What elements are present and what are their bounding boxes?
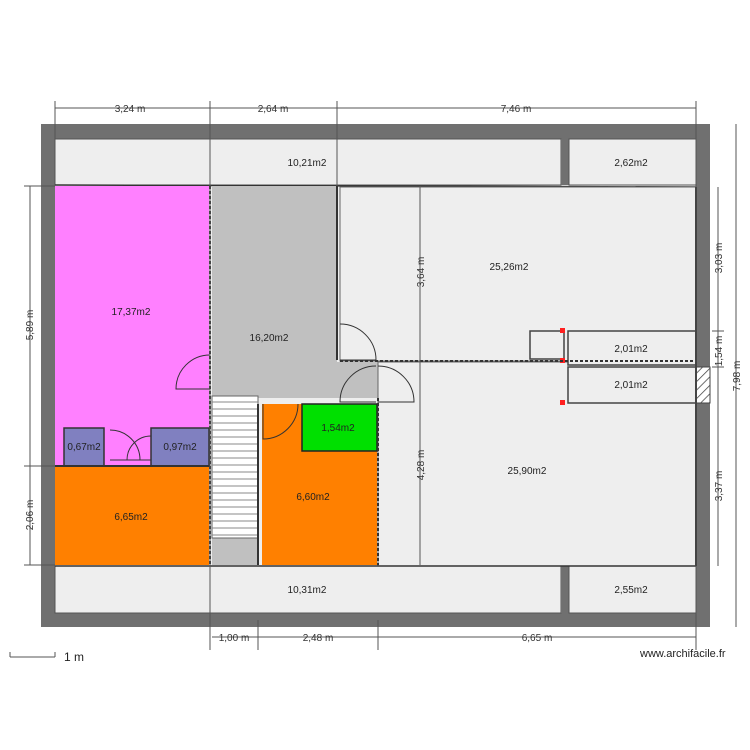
room-top-corridor xyxy=(54,138,562,186)
hatched-duct xyxy=(695,366,711,404)
scale-label: 1 m xyxy=(64,650,85,664)
dim-right-3: 3,37 m xyxy=(714,471,725,502)
dim-right-1: 3,03 m xyxy=(714,243,725,274)
dim-left-2: 2,06 m xyxy=(25,500,36,531)
room-orange-left xyxy=(55,467,209,565)
dim-bottom-3: 6,65 m xyxy=(522,633,553,644)
label-top-right-small: 2,62m2 xyxy=(614,158,648,169)
dim-right-2: 1,54 m xyxy=(714,336,725,367)
dim-inner-1: 3,64 m xyxy=(416,257,427,288)
label-wc-right: 0,97m2 xyxy=(163,442,197,453)
room-wc-left xyxy=(63,427,105,467)
label-pink-room: 17,37m2 xyxy=(112,307,151,318)
label-green-room: 1,54m2 xyxy=(321,423,355,434)
room-green xyxy=(301,403,378,452)
closet-upper xyxy=(567,330,697,366)
label-orange-left: 6,65m2 xyxy=(114,512,148,523)
dim-top-1: 3,24 m xyxy=(115,104,146,115)
dim-left-1: 5,89 m xyxy=(25,310,36,341)
closet-niche xyxy=(529,330,565,360)
room-bottom-right-small xyxy=(568,565,697,614)
label-orange-middle: 6,60m2 xyxy=(296,492,330,503)
dim-top-2: 2,64 m xyxy=(258,104,289,115)
dimension-labels: 3,24 m 2,64 m 7,46 m 1,00 m 2,48 m 6,65 … xyxy=(25,104,743,644)
label-wc-left: 0,67m2 xyxy=(67,442,101,453)
door-arcs xyxy=(109,323,415,461)
label-big-room-bottom: 25,90m2 xyxy=(508,466,547,477)
wall-block-top-right xyxy=(561,139,569,185)
room-pink xyxy=(55,186,209,466)
marker-3 xyxy=(560,400,565,405)
label-bottom-corridor: 10,31m2 xyxy=(288,585,327,596)
wall-block-bottom-right xyxy=(561,566,569,613)
dim-inner-2: 4,28 m xyxy=(416,450,427,481)
label-big-room-top: 25,26m2 xyxy=(490,262,529,273)
dim-right-total: 7,98 m xyxy=(732,361,743,392)
credit-text: www.archifacile.fr xyxy=(640,648,726,660)
dim-bottom-1: 1,00 m xyxy=(219,633,250,644)
label-closet-upper: 2,01m2 xyxy=(614,344,648,355)
marker-1 xyxy=(560,328,565,333)
label-closet-lower: 2,01m2 xyxy=(614,380,648,391)
label-top-corridor: 10,21m2 xyxy=(288,158,327,169)
stairs xyxy=(211,395,259,539)
dimension-lines xyxy=(9,101,737,658)
dim-bottom-2: 2,48 m xyxy=(303,633,334,644)
dim-top-3: 7,46 m xyxy=(501,104,532,115)
label-bottom-right-small: 2,55m2 xyxy=(614,585,648,596)
room-bottom-corridor xyxy=(54,565,562,614)
label-grey-hall: 16,20m2 xyxy=(250,333,289,344)
